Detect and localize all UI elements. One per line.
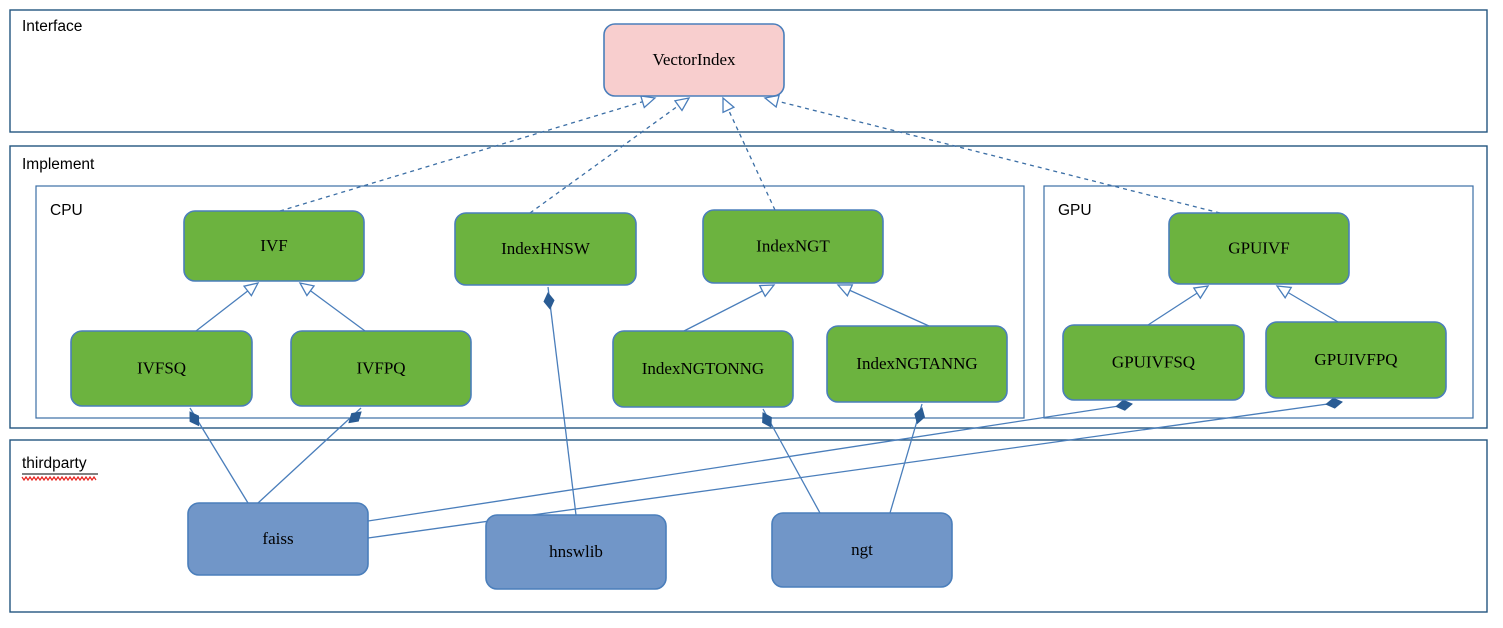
group-label-gpu: GPU (1058, 202, 1092, 219)
node-box-ivfpq[interactable] (290, 330, 472, 407)
node-label-indexngtanng: IndexNGTANNG (856, 354, 977, 373)
arrowhead-hollow-triangle-ivf-to-vectorindex (639, 95, 657, 109)
edge-indexhnsw-to-vectorindex (529, 97, 691, 214)
node-label-vectorindex: VectorIndex (652, 50, 736, 69)
node-box-ivf[interactable] (183, 210, 365, 282)
edge-faiss-to-ivfsq (189, 407, 249, 504)
node-label-hnswlib: hnswlib (549, 542, 603, 561)
edge-line-ivf-to-vectorindex (279, 97, 656, 212)
arrowhead-hollow-triangle-indexngt-to-vectorindex (722, 96, 736, 114)
group-label-thirdparty: thirdparty (22, 455, 87, 472)
arrowhead-hollow-triangle-ivfsq-to-ivf (242, 282, 260, 297)
arrowhead-hollow-triangle-ivfpq-to-ivf (298, 282, 316, 297)
node-label-ngt: ngt (851, 540, 873, 559)
edge-line-faiss-to-ivfsq (189, 407, 249, 504)
node-box-vectorindex[interactable] (603, 23, 785, 97)
node-label-gpuivfsq: GPUIVFSQ (1112, 352, 1195, 371)
node-faiss[interactable]: faiss (187, 502, 369, 576)
node-box-ngt[interactable] (771, 512, 953, 588)
node-ivf[interactable]: IVF (183, 210, 365, 282)
node-gpuivfpq[interactable]: GPUIVFPQ (1265, 321, 1447, 399)
node-indexngtanng[interactable]: IndexNGTANNG (826, 325, 1008, 403)
node-ngt[interactable]: ngt (771, 512, 953, 588)
edge-line-gpuivf-to-vectorindex (764, 97, 1221, 214)
group-label-implement: Implement (22, 156, 95, 173)
node-label-ivfpq: IVFPQ (356, 358, 405, 377)
node-box-faiss[interactable] (187, 502, 369, 576)
node-label-gpuivfpq: GPUIVFPQ (1314, 350, 1397, 369)
node-indexngtonng[interactable]: IndexNGTONNG (612, 330, 794, 408)
node-gpuivf[interactable]: GPUIVF (1168, 212, 1350, 285)
edge-ivfpq-to-ivf (298, 282, 366, 332)
node-vectorindex[interactable]: VectorIndex (603, 23, 785, 97)
diamond-composition-ngt-to-indexngtonng (762, 412, 772, 428)
node-indexhnsw[interactable]: IndexHNSW (454, 212, 637, 286)
node-box-ivfsq[interactable] (70, 330, 253, 407)
edge-faiss-to-gpuivfsq (367, 399, 1133, 522)
edge-line-hnswlib-to-indexhnsw (547, 286, 577, 516)
node-gpuivfsq[interactable]: GPUIVFSQ (1062, 324, 1245, 401)
node-label-gpuivf: GPUIVF (1228, 238, 1289, 257)
edge-ivfsq-to-ivf (195, 282, 260, 332)
node-box-gpuivfsq[interactable] (1062, 324, 1245, 401)
arrowhead-hollow-triangle-ngtonng-to-indexngt (758, 284, 776, 298)
node-indexngt[interactable]: IndexNGT (702, 209, 884, 284)
group-label-cpu: CPU (50, 202, 83, 219)
diamond-composition-faiss-to-ivfsq (189, 411, 200, 427)
edge-ngtonng-to-indexngt (683, 284, 776, 332)
arrowhead-hollow-triangle-indexhnsw-to-vectorindex (673, 97, 691, 112)
edge-gpuivfsq-to-gpuivf (1147, 285, 1210, 326)
node-ivfpq[interactable]: IVFPQ (290, 330, 472, 407)
diamond-composition-faiss-to-ivfpq (348, 411, 362, 424)
node-label-faiss: faiss (262, 529, 293, 548)
group-label-interface: Interface (22, 18, 82, 35)
node-box-indexngtonng[interactable] (612, 330, 794, 408)
node-box-gpuivfpq[interactable] (1265, 321, 1447, 399)
diamond-composition-ngt-to-indexngtanng (914, 407, 926, 425)
arrowhead-hollow-triangle-gpuivfpq-to-gpuivf (1275, 285, 1293, 299)
node-ivfsq[interactable]: IVFSQ (70, 330, 253, 407)
diamond-composition-faiss-to-gpuivfsq (1115, 399, 1133, 411)
node-label-indexngt: IndexNGT (756, 236, 830, 255)
edge-line-ngt-to-indexngtonng (762, 408, 821, 514)
arrowhead-hollow-triangle-ngtanng-to-indexngt (836, 284, 854, 298)
diamond-composition-hnswlib-to-indexhnsw (543, 292, 555, 310)
edge-line-ngtonng-to-indexngt (683, 284, 775, 332)
node-box-indexngtanng[interactable] (826, 325, 1008, 403)
node-label-indexngtonng: IndexNGTONNG (642, 359, 764, 378)
node-hnswlib[interactable]: hnswlib (485, 514, 667, 590)
edge-faiss-to-ivfpq (257, 407, 362, 504)
edge-ivf-to-vectorindex (279, 95, 657, 212)
node-box-hnswlib[interactable] (485, 514, 667, 590)
node-label-ivf: IVF (260, 236, 287, 255)
edge-line-faiss-to-ivfpq (257, 407, 362, 504)
edge-indexngt-to-vectorindex (722, 96, 776, 211)
edge-hnswlib-to-indexhnsw (543, 286, 577, 516)
edge-ngt-to-indexngtanng (889, 403, 926, 514)
edge-ngtanng-to-indexngt (836, 284, 930, 327)
node-box-gpuivf[interactable] (1168, 212, 1350, 285)
node-box-indexhnsw[interactable] (454, 212, 637, 286)
node-box-indexngt[interactable] (702, 209, 884, 284)
spellcheck-squiggle-thirdparty (21, 475, 97, 482)
edge-line-ngtanng-to-indexngt (837, 284, 930, 327)
node-label-indexhnsw: IndexHNSW (501, 239, 591, 258)
arrowhead-hollow-triangle-gpuivfsq-to-gpuivf (1192, 285, 1210, 300)
edge-gpuivfpq-to-gpuivf (1275, 285, 1339, 323)
node-label-ivfsq: IVFSQ (137, 358, 186, 377)
edge-line-faiss-to-gpuivfsq (367, 403, 1133, 522)
diamond-composition-faiss-to-gpuivfpq (1325, 397, 1343, 409)
edge-line-indexhnsw-to-vectorindex (529, 97, 690, 214)
edge-ngt-to-indexngtonng (762, 408, 821, 514)
